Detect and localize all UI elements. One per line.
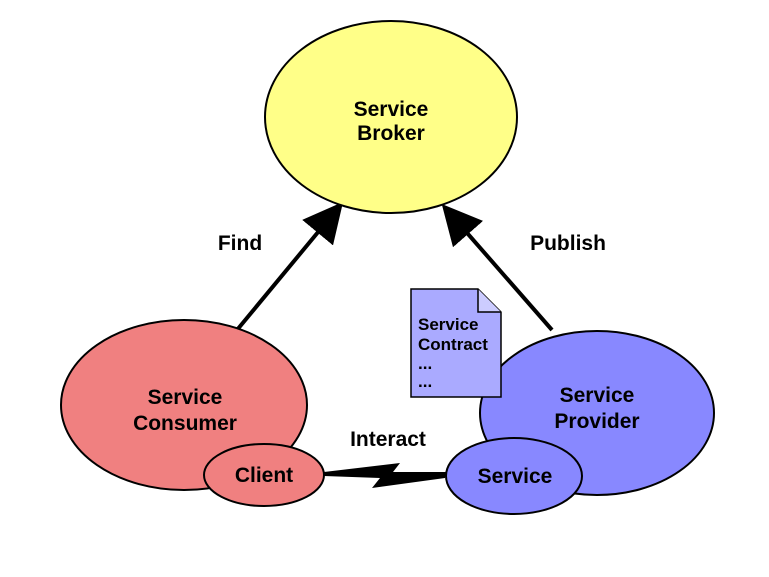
find-label: Find — [218, 232, 262, 255]
provider-label-line2: Provider — [554, 410, 639, 433]
broker-label-line1: Service — [354, 98, 429, 121]
provider-label-line1: Service — [560, 384, 635, 407]
contract-line1: Service — [418, 315, 479, 334]
find-arrow — [230, 201, 344, 338]
service-contract-document: Service Contract ... ... — [410, 288, 502, 398]
publish-arrow — [441, 203, 554, 332]
contract-line4: ... — [418, 372, 432, 391]
contract-line3: ... — [418, 354, 432, 373]
service-label: Service — [478, 465, 553, 488]
interact-label: Interact — [350, 428, 426, 451]
service-node — [445, 437, 583, 515]
contract-line2: Contract — [418, 335, 488, 354]
client-label: Client — [235, 464, 293, 487]
client-node — [203, 443, 325, 507]
consumer-label-line2: Consumer — [133, 412, 237, 435]
interact-lightning-connector — [324, 463, 447, 488]
service-broker-node — [264, 20, 518, 214]
broker-label-line2: Broker — [357, 122, 425, 145]
consumer-label-line1: Service — [148, 386, 223, 409]
publish-label: Publish — [530, 232, 606, 255]
